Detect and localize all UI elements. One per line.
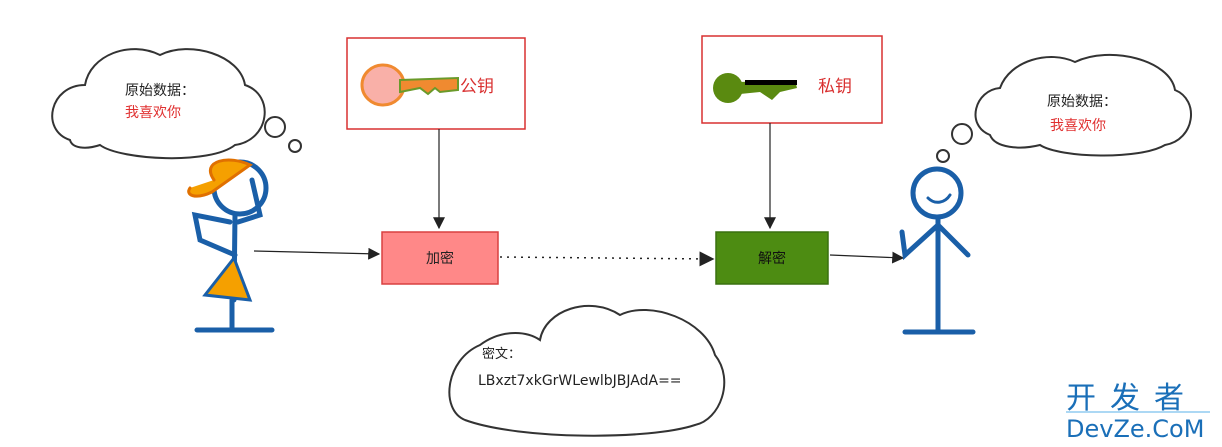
watermark-en: DevZe.CoM (1066, 415, 1204, 443)
public-key-label: 公钥 (460, 77, 494, 97)
ciphertext-transfer-arrow (499, 251, 715, 267)
public-key-icon (360, 63, 459, 107)
ciphertext-label: 密文： (482, 346, 521, 362)
receiver-cloud-label: 原始数据： (1047, 94, 1117, 110)
ciphertext-cloud: 密文： LBxzt7xkGrWLewlbJBJAdA== (448, 305, 726, 437)
private-key-box: 私钥 (701, 35, 883, 124)
decrypt-to-receiver-arrow (829, 251, 905, 264)
watermark-logo: 开发者 DevZe.CoM (1066, 381, 1210, 443)
sender-to-encrypt-arrow (253, 247, 381, 260)
private-key-icon (713, 73, 797, 103)
receiver-figure (899, 166, 976, 335)
encrypt-label: 加密 (426, 250, 454, 267)
private-key-label: 私钥 (818, 77, 852, 97)
sender-thought-cloud: 原始数据： 我喜欢你 (51, 48, 302, 160)
sender-cloud-message: 我喜欢你 (125, 105, 181, 121)
sender-cloud-label: 原始数据： (125, 83, 195, 99)
ciphertext-value: LBxzt7xkGrWLewlbJBJAdA== (478, 373, 682, 389)
encrypt-box: 加密 (381, 231, 499, 285)
decrypt-box: 解密 (715, 231, 829, 285)
receiver-cloud-message: 我喜欢你 (1050, 118, 1106, 134)
watermark-cn: 开发者 (1066, 381, 1198, 416)
public-key-box: 公钥 (346, 37, 526, 130)
sender-figure (187, 158, 275, 333)
decrypt-label: 解密 (758, 250, 786, 267)
receiver-thought-cloud: 原始数据： 我喜欢你 (936, 53, 1192, 163)
